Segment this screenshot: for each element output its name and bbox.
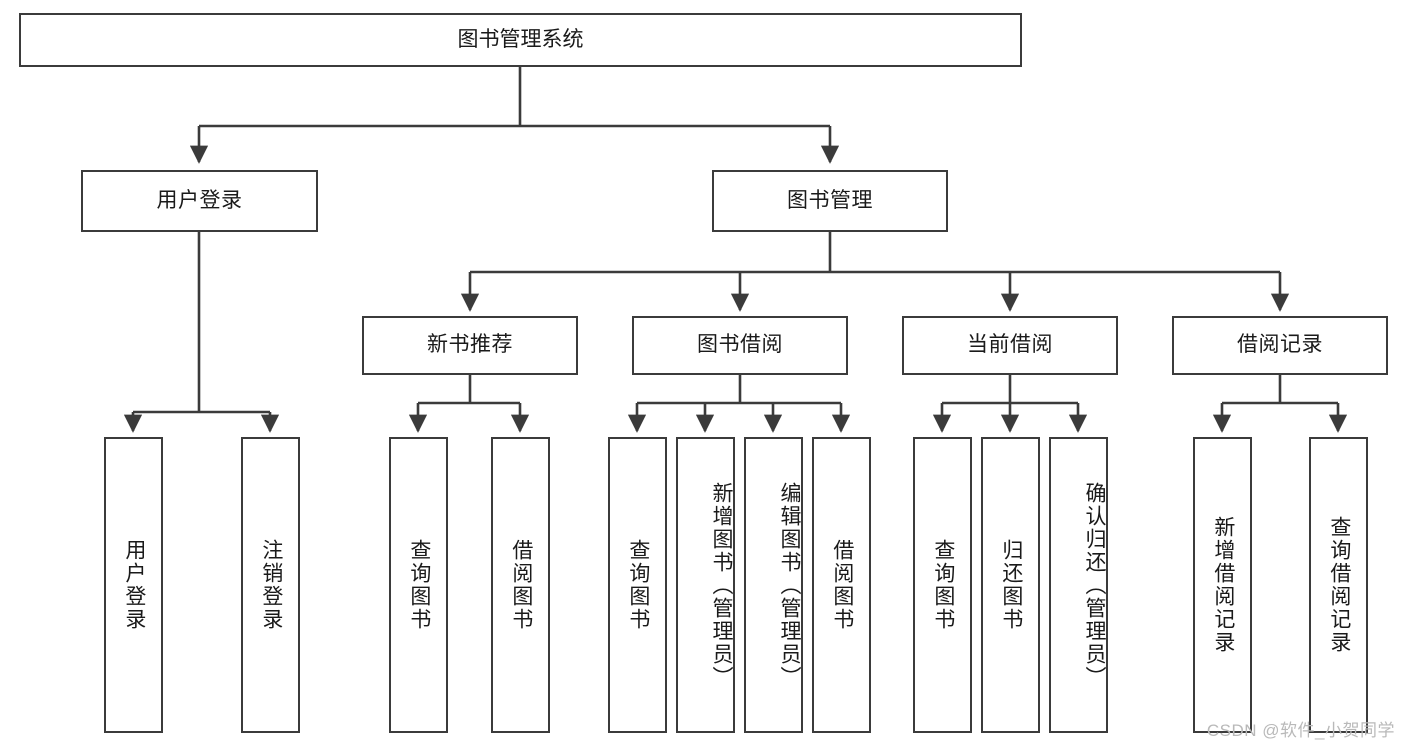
- node-label: 借阅图书: [509, 539, 533, 631]
- node-root-system[interactable]: 图书管理系统: [19, 13, 1022, 67]
- watermark-text: CSDN @软件_小贺同学: [1206, 721, 1395, 740]
- node-label: 查询图书: [626, 539, 650, 631]
- node-borrow-record[interactable]: 借阅记录: [1172, 316, 1388, 375]
- leaf-user-login[interactable]: 用户登录: [104, 437, 163, 733]
- node-label: 查询借阅记录: [1327, 516, 1351, 654]
- node-label: 图书管理系统: [457, 27, 584, 51]
- node-new-book-recommend[interactable]: 新书推荐: [362, 316, 578, 375]
- node-label: 用户登录: [156, 188, 243, 212]
- leaf-borrow-book[interactable]: 借阅图书: [812, 437, 871, 733]
- node-label: 归还图书: [999, 539, 1023, 631]
- leaf-query-borrow-record[interactable]: 查询借阅记录: [1309, 437, 1368, 733]
- node-label: 新增图书（管理员）: [710, 481, 733, 689]
- leaf-query-book-recommend[interactable]: 查询图书: [389, 437, 448, 733]
- leaf-add-book-admin[interactable]: 新增图书（管理员）: [676, 437, 735, 733]
- node-label: 新增借阅记录: [1211, 516, 1235, 654]
- leaf-confirm-return-admin[interactable]: 确认归还（管理员）: [1049, 437, 1108, 733]
- node-label: 借阅记录: [1237, 333, 1323, 357]
- leaf-user-logout[interactable]: 注销登录: [241, 437, 300, 733]
- node-label: 查询图书: [407, 539, 431, 631]
- node-current-borrow[interactable]: 当前借阅: [902, 316, 1118, 375]
- leaf-borrow-book-recommend[interactable]: 借阅图书: [491, 437, 550, 733]
- node-label: 图书借阅: [697, 333, 783, 357]
- leaf-edit-book-admin[interactable]: 编辑图书（管理员）: [744, 437, 803, 733]
- node-label: 注销登录: [259, 539, 283, 631]
- node-label: 图书管理: [787, 188, 873, 212]
- node-label: 新书推荐: [427, 333, 513, 357]
- node-book-borrow[interactable]: 图书借阅: [632, 316, 848, 375]
- leaf-return-book[interactable]: 归还图书: [981, 437, 1040, 733]
- node-label: 编辑图书（管理员）: [778, 481, 801, 689]
- node-label: 用户登录: [122, 539, 146, 631]
- node-label: 查询图书: [931, 539, 955, 631]
- node-book-management[interactable]: 图书管理: [712, 170, 948, 232]
- leaf-add-borrow-record[interactable]: 新增借阅记录: [1193, 437, 1252, 733]
- node-label: 借阅图书: [830, 539, 854, 631]
- node-user-login[interactable]: 用户登录: [81, 170, 318, 232]
- leaf-query-book-borrow[interactable]: 查询图书: [608, 437, 667, 733]
- node-label: 确认归还（管理员）: [1083, 481, 1106, 689]
- node-label: 当前借阅: [967, 333, 1053, 357]
- leaf-query-book-current[interactable]: 查询图书: [913, 437, 972, 733]
